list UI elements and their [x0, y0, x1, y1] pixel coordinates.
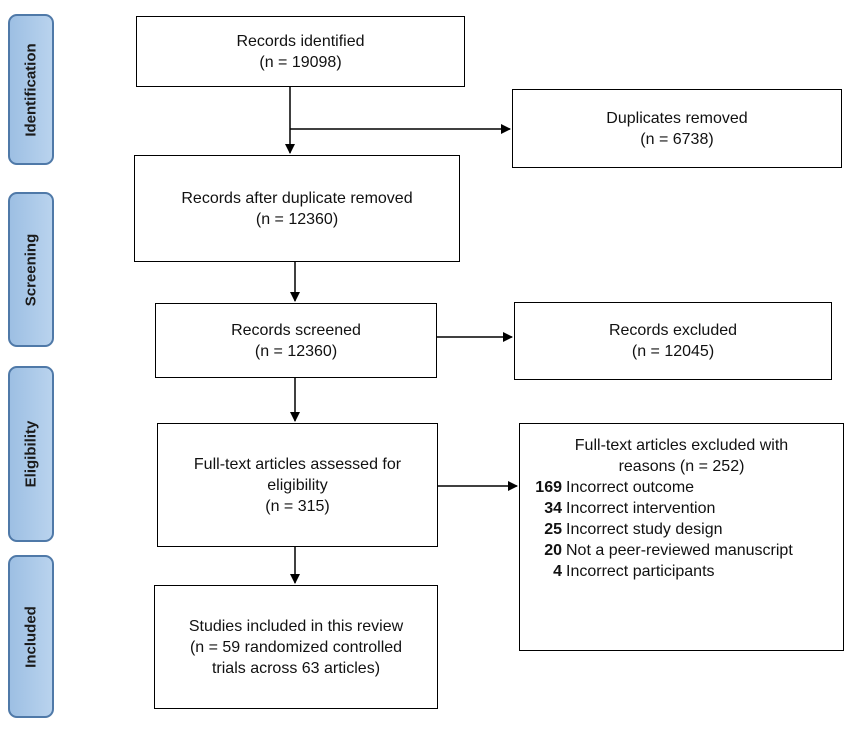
records-screened-box: Records screened (n = 12360) — [155, 303, 437, 378]
exclusion-reason-count: 34 — [544, 500, 562, 517]
records-excluded-count: (n = 12045) — [631, 343, 715, 360]
phase-included: Included — [8, 555, 54, 718]
exclusion-reason-label: Incorrect participants — [566, 563, 715, 580]
fulltext-excluded-header-line2: reasons (n = 252) — [618, 458, 745, 475]
duplicates-removed-count: (n = 6738) — [640, 130, 714, 148]
records-identified-box: Records identified (n = 19098) — [136, 16, 465, 87]
records-identified-count: (n = 19098) — [259, 53, 342, 71]
fulltext-assessed-count: (n = 315) — [265, 497, 330, 515]
phase-screening-label: Screening — [22, 233, 40, 306]
exclusion-reason-count: 4 — [553, 563, 562, 580]
exclusion-reason-count: 169 — [535, 479, 562, 496]
studies-included-line1: Studies included in this review — [188, 617, 404, 635]
records-identified-title: Records identified — [236, 32, 365, 50]
phase-eligibility: Eligibility — [8, 366, 54, 542]
fulltext-excluded-header: Full-text articles excluded with reasons… — [520, 424, 843, 477]
fulltext-excluded-box: Full-text articles excluded with reasons… — [519, 423, 844, 651]
fulltext-excluded-header-line1: Full-text articles excluded with — [574, 437, 789, 454]
phase-screening: Screening — [8, 192, 54, 347]
after-duplicates-title: Records after duplicate removed — [181, 189, 413, 207]
phase-eligibility-label: Eligibility — [22, 420, 40, 488]
exclusion-reason-label: Incorrect intervention — [566, 500, 716, 517]
phase-identification-label: Identification — [22, 42, 40, 137]
duplicates-removed-box: Duplicates removed (n = 6738) — [512, 89, 842, 168]
exclusion-reason-count: 20 — [544, 542, 562, 559]
after-duplicates-box: Records after duplicate removed (n = 123… — [134, 155, 460, 262]
records-screened-title: Records screened — [231, 321, 361, 339]
exclusion-reason-label: Incorrect study design — [566, 521, 723, 538]
records-excluded-title: Records excluded — [608, 322, 738, 339]
fulltext-assessed-title-line1: Full-text articles assessed for — [193, 455, 402, 473]
exclusion-reason-count: 25 — [544, 521, 562, 538]
phase-identification: Identification — [8, 14, 54, 165]
exclusion-reason-label: Not a peer-reviewed manuscript — [566, 542, 793, 559]
studies-included-box: Studies included in this review (n = 59 … — [154, 585, 438, 709]
studies-included-line2: (n = 59 randomized controlled — [189, 638, 403, 656]
after-duplicates-count: (n = 12360) — [255, 210, 339, 228]
records-screened-count: (n = 12360) — [254, 342, 338, 360]
fulltext-assessed-title-line2: eligibility — [267, 476, 328, 494]
studies-included-line3: trials across 63 articles) — [211, 659, 381, 677]
fulltext-assessed-box: Full-text articles assessed for eligibil… — [157, 423, 438, 547]
duplicates-removed-title: Duplicates removed — [606, 109, 748, 127]
records-excluded-box: Records excluded (n = 12045) — [514, 302, 832, 380]
exclusion-reason-label: Incorrect outcome — [566, 479, 695, 496]
phase-included-label: Included — [22, 605, 40, 668]
